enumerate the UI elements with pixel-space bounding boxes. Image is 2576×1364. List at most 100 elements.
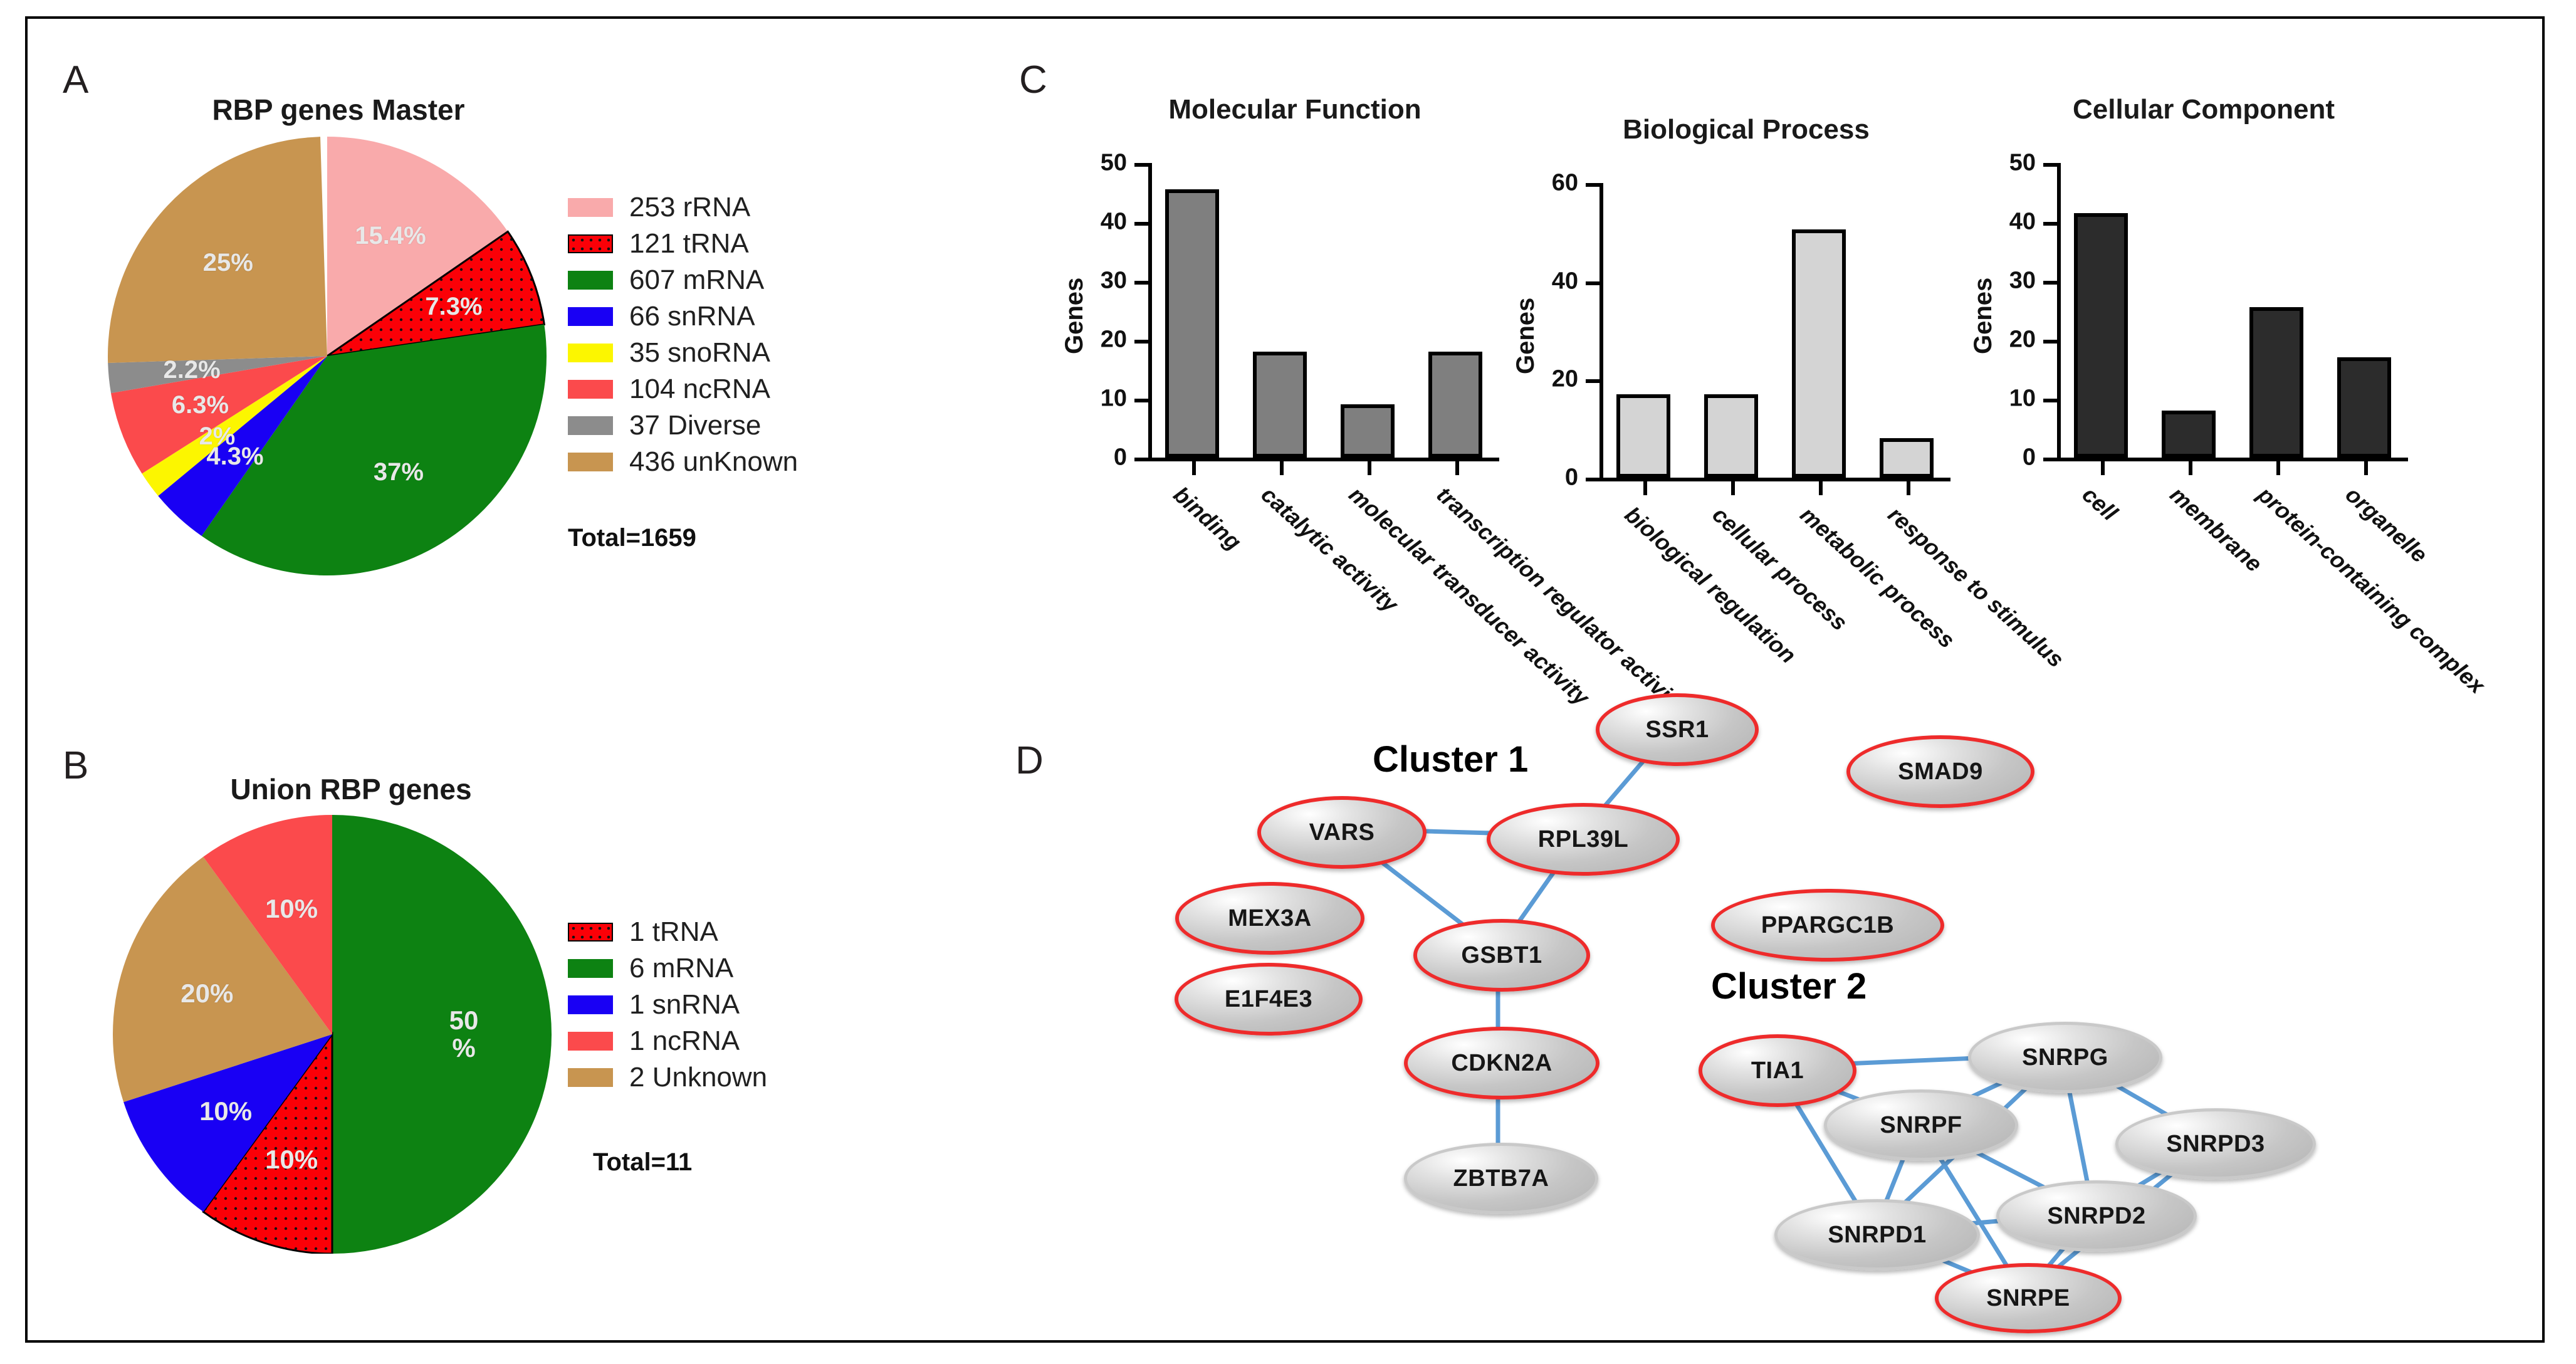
y-tick-label: 60: [1551, 169, 1578, 196]
legend-swatch: [568, 307, 613, 326]
network-node[interactable]: SSR1: [1596, 693, 1759, 766]
pie-slice: [111, 356, 327, 474]
legend-swatch: [568, 923, 613, 942]
x-tick: [1643, 481, 1647, 495]
legend-swatch: [568, 344, 613, 362]
x-axis: [2057, 458, 2408, 461]
y-tick: [2043, 222, 2057, 226]
pie-slice: [202, 1031, 333, 1255]
legend-swatch: [568, 198, 613, 217]
legend-item: 2 Unknown: [568, 1062, 767, 1093]
network-node[interactable]: SNRPD2: [1996, 1180, 2197, 1252]
network-node-label: SNRPG: [2022, 1044, 2108, 1071]
y-tick-label: 40: [1100, 208, 1127, 235]
x-axis: [1600, 478, 1950, 481]
y-axis: [1148, 163, 1152, 458]
y-tick-label: 0: [1564, 464, 1578, 491]
pie-slice: [142, 356, 327, 496]
network-node[interactable]: VARS: [1257, 796, 1427, 869]
network-node[interactable]: MEX3A: [1175, 882, 1364, 955]
bar: [1252, 351, 1307, 458]
x-tick: [1368, 461, 1371, 475]
y-tick: [2043, 458, 2057, 461]
legend-label: 104 ncRNA: [629, 374, 771, 404]
legend-item: 1 tRNA: [568, 916, 767, 948]
network-node[interactable]: TIA1: [1699, 1034, 1856, 1107]
bar-chart-title: Biological Process: [1623, 114, 1870, 145]
figure-border: [25, 16, 2545, 1343]
bar: [1791, 229, 1846, 478]
legend-label: 66 snRNA: [629, 301, 755, 332]
pie-slice-label: 2.2%: [163, 355, 221, 384]
legend-swatch: [568, 995, 613, 1014]
x-tick: [1907, 481, 1910, 495]
network-node-label: RPL39L: [1537, 826, 1629, 852]
x-tick: [1455, 461, 1459, 475]
x-tick: [1192, 461, 1196, 475]
network-node[interactable]: RPL39L: [1487, 803, 1680, 876]
legend-swatch: [568, 380, 613, 399]
x-tick: [2276, 461, 2280, 475]
legend-label: 37 Diverse: [629, 410, 762, 441]
network-node-label: E1F4E3: [1224, 985, 1313, 1012]
network-node[interactable]: SNRPE: [1935, 1263, 2122, 1333]
pie-slice: [112, 856, 332, 1103]
network-node[interactable]: PPARGC1B: [1711, 889, 1944, 962]
network-node-label: SMAD9: [1898, 758, 1983, 785]
cluster-1-title: Cluster 1: [1373, 739, 1529, 780]
y-tick: [1586, 281, 1600, 285]
network-node[interactable]: SNRPG: [1968, 1022, 2162, 1093]
y-tick: [1586, 379, 1600, 384]
pie-slice-label: 10%: [265, 1144, 318, 1174]
network-node[interactable]: GSBT1: [1413, 919, 1590, 992]
pie-slice-label: 50 %: [449, 1005, 479, 1062]
network-node-label: SNRPD2: [2047, 1202, 2146, 1229]
pie-slice-label: 6.3%: [171, 391, 229, 419]
network-node[interactable]: SNRPD1: [1774, 1199, 1980, 1271]
network-node-label: CDKN2A: [1451, 1049, 1552, 1076]
legend-label: 1 tRNA: [629, 916, 718, 947]
legend-item: 35 snoRNA: [568, 337, 798, 369]
network-node-label: SNRPF: [1880, 1111, 1962, 1138]
x-tick: [1819, 481, 1823, 495]
legend-label: 253 rRNA: [629, 192, 751, 223]
pie-slice: [327, 230, 546, 357]
pie-slice: [123, 1034, 332, 1212]
x-tick: [2189, 461, 2192, 475]
network-node[interactable]: E1F4E3: [1175, 963, 1363, 1036]
network-node-label: MEX3A: [1228, 905, 1312, 931]
network-node[interactable]: CDKN2A: [1404, 1027, 1600, 1099]
panel-letter-b: B: [63, 744, 89, 787]
pie-svg: [108, 137, 547, 575]
legend-label: 1 snRNA: [629, 989, 740, 1020]
network-node[interactable]: ZBTB7A: [1404, 1143, 1598, 1214]
y-tick-label: 50: [2009, 149, 2036, 176]
pie-slice-label: 37%: [373, 458, 424, 486]
pie-slice: [332, 815, 552, 1254]
bar: [2337, 357, 2392, 458]
pie-slice: [108, 356, 327, 394]
panel-letter-d: D: [1015, 739, 1044, 782]
legend-item: 1 ncRNA: [568, 1026, 767, 1057]
network-node-label: PPARGC1B: [1761, 911, 1895, 938]
y-tick: [1586, 478, 1600, 481]
y-tick-label: 0: [2022, 444, 2036, 471]
network-node[interactable]: SNRPF: [1824, 1089, 2018, 1161]
y-tick-label: 30: [1100, 267, 1127, 294]
pie-slice-label: 15.4%: [355, 221, 426, 249]
pie-slice: [108, 137, 327, 363]
y-tick: [2043, 340, 2057, 344]
pie-slice-label: 4.3%: [206, 442, 264, 470]
legend-label: 1 ncRNA: [629, 1026, 740, 1056]
pie-slice-label: 20%: [181, 978, 234, 1009]
network-node[interactable]: SMAD9: [1846, 735, 2034, 808]
network-node[interactable]: SNRPD3: [2115, 1108, 2316, 1180]
legend-item: 66 snRNA: [568, 301, 798, 332]
y-tick: [1134, 458, 1148, 461]
panel-letter-c: C: [1019, 58, 1047, 102]
legend-swatch: [568, 234, 613, 253]
